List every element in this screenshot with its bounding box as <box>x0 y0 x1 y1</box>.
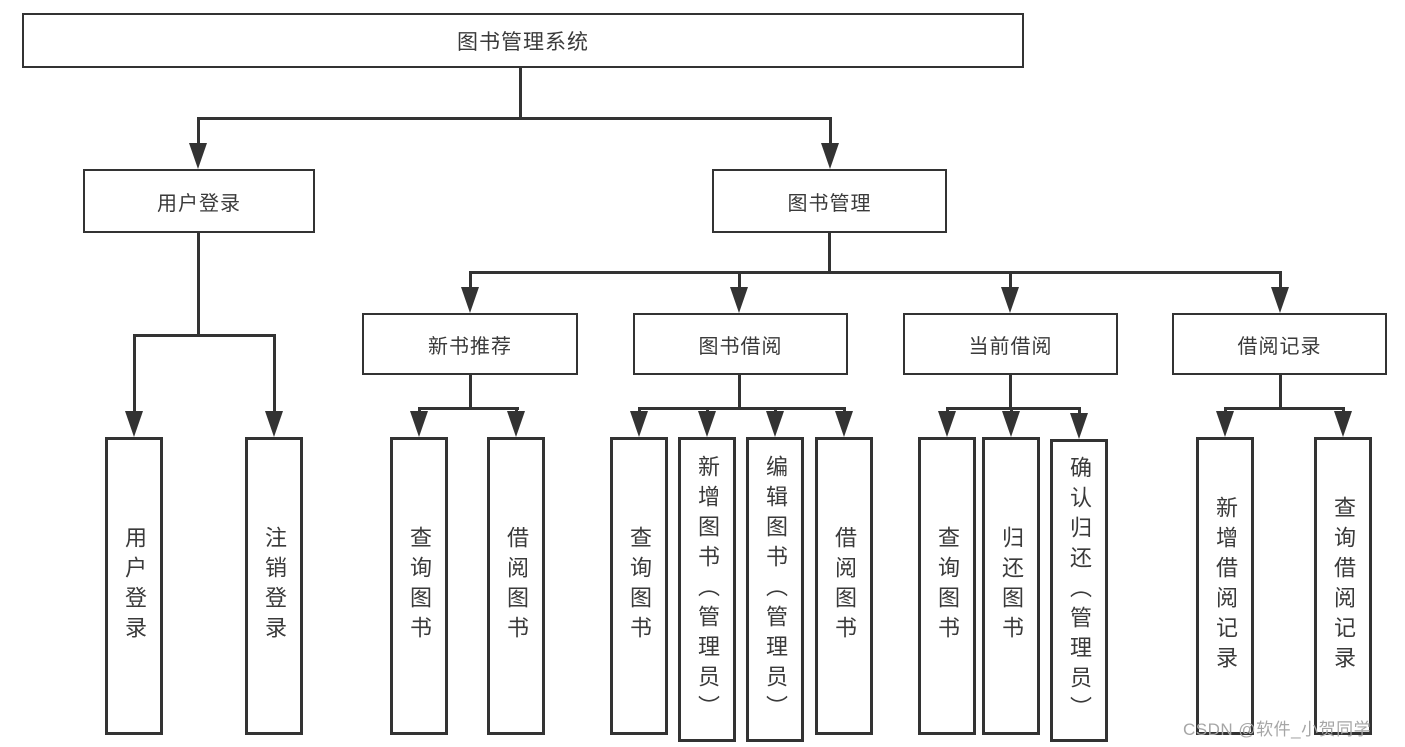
connector-line <box>133 334 136 413</box>
leaf-records-add-record: 新增借阅记录 <box>1196 437 1254 735</box>
connector-line <box>1279 375 1282 409</box>
leaf-recommend-borrow-book-label: 借阅图书 <box>504 526 529 646</box>
leaf-user-login-label: 用户登录 <box>122 526 147 646</box>
connector-arrow <box>630 411 648 437</box>
connector-line <box>469 375 472 409</box>
connector-arrow <box>1001 287 1019 313</box>
connector-line <box>638 407 846 410</box>
leaf-records-search-record: 查询借阅记录 <box>1314 437 1372 735</box>
connector-line <box>133 334 276 337</box>
connector-line <box>197 233 200 336</box>
node-user-login: 用户登录 <box>83 169 315 233</box>
leaf-records-add-record-label: 新增借阅记录 <box>1213 496 1238 676</box>
leaf-current-return-book: 归还图书 <box>982 437 1040 735</box>
leaf-current-confirm-return: 确认归还（管理员） <box>1050 439 1108 742</box>
connector-line <box>197 117 200 145</box>
connector-line <box>1078 407 1081 415</box>
leaf-user-login: 用户登录 <box>105 437 163 735</box>
leaf-records-search-record-label: 查询借阅记录 <box>1331 496 1356 676</box>
connector-line <box>469 271 472 289</box>
leaf-borrow-edit-book: 编辑图书（管理员） <box>746 437 804 742</box>
connector-arrow <box>821 143 839 169</box>
connector-arrow <box>461 287 479 313</box>
leaf-logout: 注销登录 <box>245 437 303 735</box>
connector-arrow <box>1070 413 1088 439</box>
connector-line <box>1009 375 1012 409</box>
connector-line <box>829 117 832 145</box>
connector-line <box>738 375 741 409</box>
node-root: 图书管理系统 <box>22 13 1024 68</box>
connector-arrow <box>938 411 956 437</box>
node-book-management-label: 图书管理 <box>787 192 872 215</box>
connector-arrow <box>1216 411 1234 437</box>
node-new-book-recommend: 新书推荐 <box>362 313 578 375</box>
node-current-borrow-label: 当前借阅 <box>968 335 1053 358</box>
leaf-current-search-book: 查询图书 <box>918 437 976 735</box>
connector-arrow <box>835 411 853 437</box>
connector-arrow <box>265 411 283 437</box>
leaf-current-return-book-label: 归还图书 <box>999 526 1024 646</box>
node-book-borrow-label: 图书借阅 <box>698 335 783 358</box>
node-new-book-recommend-label: 新书推荐 <box>428 335 512 358</box>
connector-line <box>273 334 276 413</box>
leaf-logout-label: 注销登录 <box>262 526 287 646</box>
leaf-borrow-borrow-book-label: 借阅图书 <box>832 526 857 646</box>
leaf-borrow-borrow-book: 借阅图书 <box>815 437 873 735</box>
node-current-borrow: 当前借阅 <box>903 313 1118 375</box>
connector-line <box>418 407 519 410</box>
connector-line <box>828 233 831 273</box>
leaf-current-search-book-label: 查询图书 <box>935 526 960 646</box>
connector-line <box>197 117 831 120</box>
connector-arrow <box>410 411 428 437</box>
connector-line <box>469 271 1282 274</box>
connector-arrow <box>125 411 143 437</box>
leaf-recommend-search-book-label: 查询图书 <box>407 526 432 646</box>
leaf-current-confirm-return-label: 确认归还（管理员） <box>1067 455 1092 726</box>
connector-arrow <box>1002 411 1020 437</box>
connector-arrow <box>507 411 525 437</box>
leaf-borrow-add-book: 新增图书（管理员） <box>678 437 736 742</box>
leaf-borrow-search-book: 查询图书 <box>610 437 668 735</box>
leaf-borrow-search-book-label: 查询图书 <box>627 526 652 646</box>
connector-line <box>519 68 522 120</box>
node-borrow-records: 借阅记录 <box>1172 313 1387 375</box>
connector-arrow <box>189 143 207 169</box>
connector-line <box>738 271 741 289</box>
node-borrow-records-label: 借阅记录 <box>1237 335 1322 358</box>
connector-arrow <box>698 411 716 437</box>
connector-line <box>1009 271 1012 289</box>
connector-line <box>946 407 1081 410</box>
leaf-borrow-add-book-label: 新增图书（管理员） <box>695 454 720 725</box>
leaf-borrow-edit-book-label: 编辑图书（管理员） <box>763 454 788 725</box>
connector-arrow <box>1271 287 1289 313</box>
connector-line <box>1279 271 1282 289</box>
node-book-borrow: 图书借阅 <box>633 313 848 375</box>
node-user-login-label: 用户登录 <box>157 192 241 215</box>
csdn-watermark: CSDN @软件_小贺同学 <box>1183 720 1372 739</box>
node-book-management: 图书管理 <box>712 169 947 233</box>
connector-arrow <box>766 411 784 437</box>
connector-arrow <box>1334 411 1352 437</box>
leaf-recommend-search-book: 查询图书 <box>390 437 448 735</box>
connector-line <box>1224 407 1345 410</box>
node-root-label: 图书管理系统 <box>457 30 589 54</box>
leaf-recommend-borrow-book: 借阅图书 <box>487 437 545 735</box>
connector-arrow <box>730 287 748 313</box>
